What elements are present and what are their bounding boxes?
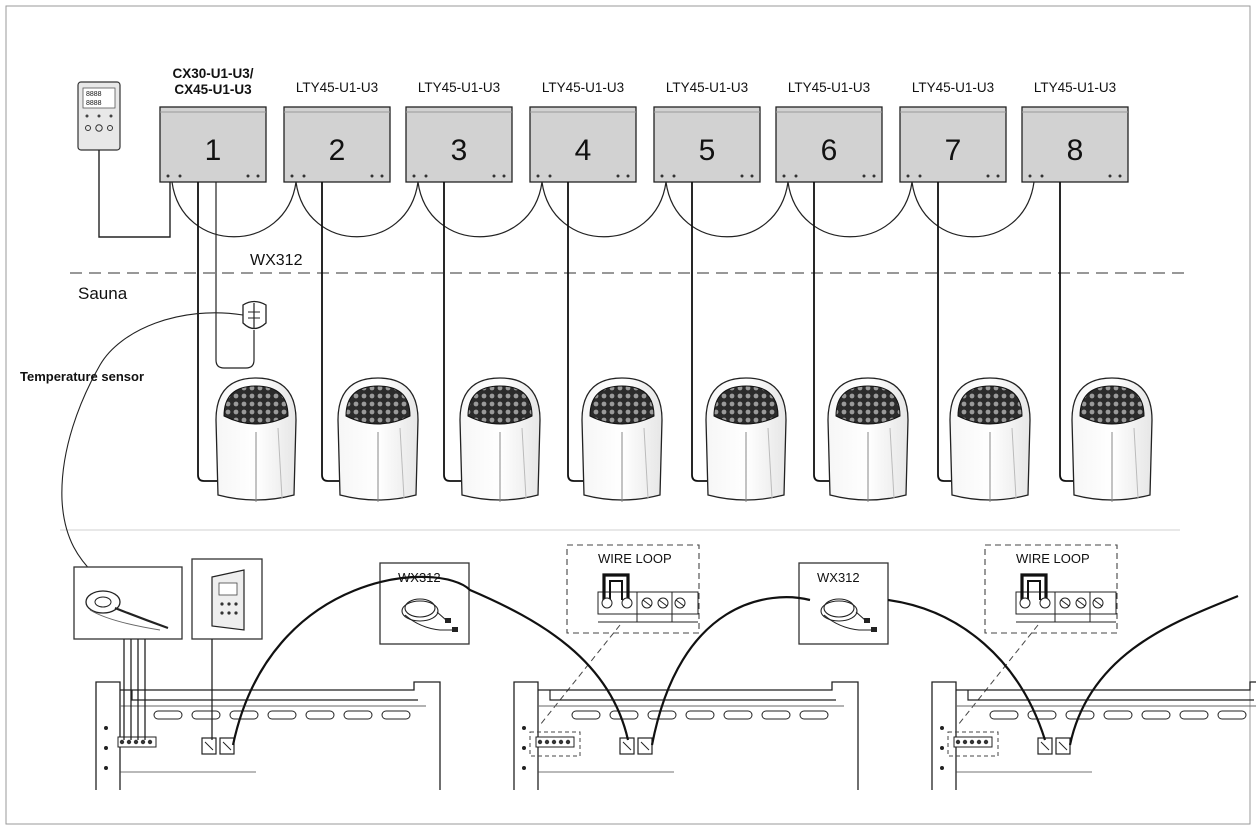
wx312-arcs bbox=[231, 575, 1239, 746]
wire-loop-label-1: WIRE LOOP bbox=[598, 551, 672, 566]
sauna-heater-5 bbox=[691, 182, 787, 502]
wire-loop-label-2: WIRE LOOP bbox=[1016, 551, 1090, 566]
unit-number-2: 2 bbox=[329, 134, 346, 167]
unit-model-label-6: LTY45-U1-U3 bbox=[788, 80, 870, 95]
control-unit-1: 1 CX30-U1-U3/CX45-U1-U3 bbox=[159, 66, 267, 183]
temperature-sensor-label: Temperature sensor bbox=[20, 369, 144, 384]
panel-cable bbox=[98, 150, 171, 238]
sensor-inset bbox=[73, 566, 183, 640]
control-unit-4: 4 LTY45-U1-U3 bbox=[529, 80, 637, 183]
unit-number-5: 5 bbox=[699, 134, 716, 167]
control-board-1 bbox=[95, 681, 441, 790]
temperature-sensor-icon bbox=[242, 300, 267, 330]
wx312-cable-inset-2: WX312 bbox=[798, 562, 889, 645]
unit-model-label-7: LTY45-U1-U3 bbox=[912, 80, 994, 95]
control-board-3 bbox=[931, 681, 1256, 790]
control-unit-8: 8 LTY45-U1-U3 bbox=[1021, 80, 1129, 183]
wx312-loop-1 bbox=[171, 181, 297, 238]
board-1-input-wires bbox=[123, 639, 213, 740]
wx312-loop-3 bbox=[417, 181, 543, 238]
sensor-long-wire bbox=[61, 312, 244, 576]
sauna-heater-4 bbox=[567, 182, 663, 502]
sauna-heater-2 bbox=[321, 182, 419, 502]
frame-border bbox=[5, 5, 1251, 825]
wire-loop-pointer-2 bbox=[957, 624, 1039, 726]
wire-loop-inset-2: WIRE LOOP bbox=[984, 544, 1118, 634]
wx312-box-label-2: WX312 bbox=[817, 570, 860, 585]
control-unit-2: 2 LTY45-U1-U3 bbox=[283, 80, 391, 183]
unit-number-8: 8 bbox=[1067, 134, 1084, 167]
control-unit-3: 3 LTY45-U1-U3 bbox=[405, 80, 513, 183]
unit-model-label-1-line2: CX45-U1-U3 bbox=[174, 82, 252, 97]
wx312-cable-inset-1: WX312 bbox=[379, 562, 470, 645]
sauna-heater-1 bbox=[197, 182, 297, 502]
panel-display-1: 8888 bbox=[86, 91, 102, 98]
control-unit-5: 5 LTY45-U1-U3 bbox=[653, 80, 761, 183]
sauna-label: Sauna bbox=[78, 284, 128, 303]
unit-number-7: 7 bbox=[945, 134, 962, 167]
sauna-heater-7 bbox=[937, 182, 1031, 502]
wx312-loop-7 bbox=[911, 181, 1035, 238]
unit-model-label-4: LTY45-U1-U3 bbox=[542, 80, 624, 95]
panel-display-2: 8888 bbox=[86, 100, 102, 107]
unit-model-label-3: LTY45-U1-U3 bbox=[418, 80, 500, 95]
wx312-loop-5 bbox=[665, 181, 789, 238]
sauna-heater-8 bbox=[1059, 182, 1153, 502]
wire-loop-inset-1: WIRE LOOP bbox=[566, 544, 700, 634]
sensor-cable bbox=[215, 182, 255, 369]
sauna-heater-3 bbox=[443, 182, 541, 502]
wx312-loop-2 bbox=[295, 181, 419, 238]
control-unit-6: 6 LTY45-U1-U3 bbox=[775, 80, 883, 183]
wx312-top-label: WX312 bbox=[250, 252, 303, 269]
unit-model-label-2: LTY45-U1-U3 bbox=[296, 80, 378, 95]
unit-number-6: 6 bbox=[821, 134, 838, 167]
control-unit-7: 7 LTY45-U1-U3 bbox=[899, 80, 1007, 183]
control-panel: 8888 8888 bbox=[77, 81, 121, 151]
unit-number-4: 4 bbox=[575, 134, 592, 167]
control-board-2 bbox=[513, 681, 859, 790]
sauna-heater-6 bbox=[813, 182, 909, 502]
unit-model-label-1: CX30-U1-U3/ bbox=[172, 66, 253, 81]
panel-inset bbox=[191, 558, 263, 640]
unit-model-label-8: LTY45-U1-U3 bbox=[1034, 80, 1116, 95]
unit-number-3: 3 bbox=[451, 134, 468, 167]
unit-number-1: 1 bbox=[205, 134, 222, 167]
wx312-loop-4 bbox=[541, 181, 667, 238]
unit-model-label-5: LTY45-U1-U3 bbox=[666, 80, 748, 95]
wire-loop-pointer-1 bbox=[539, 624, 621, 726]
wx312-loop-6 bbox=[787, 181, 913, 238]
